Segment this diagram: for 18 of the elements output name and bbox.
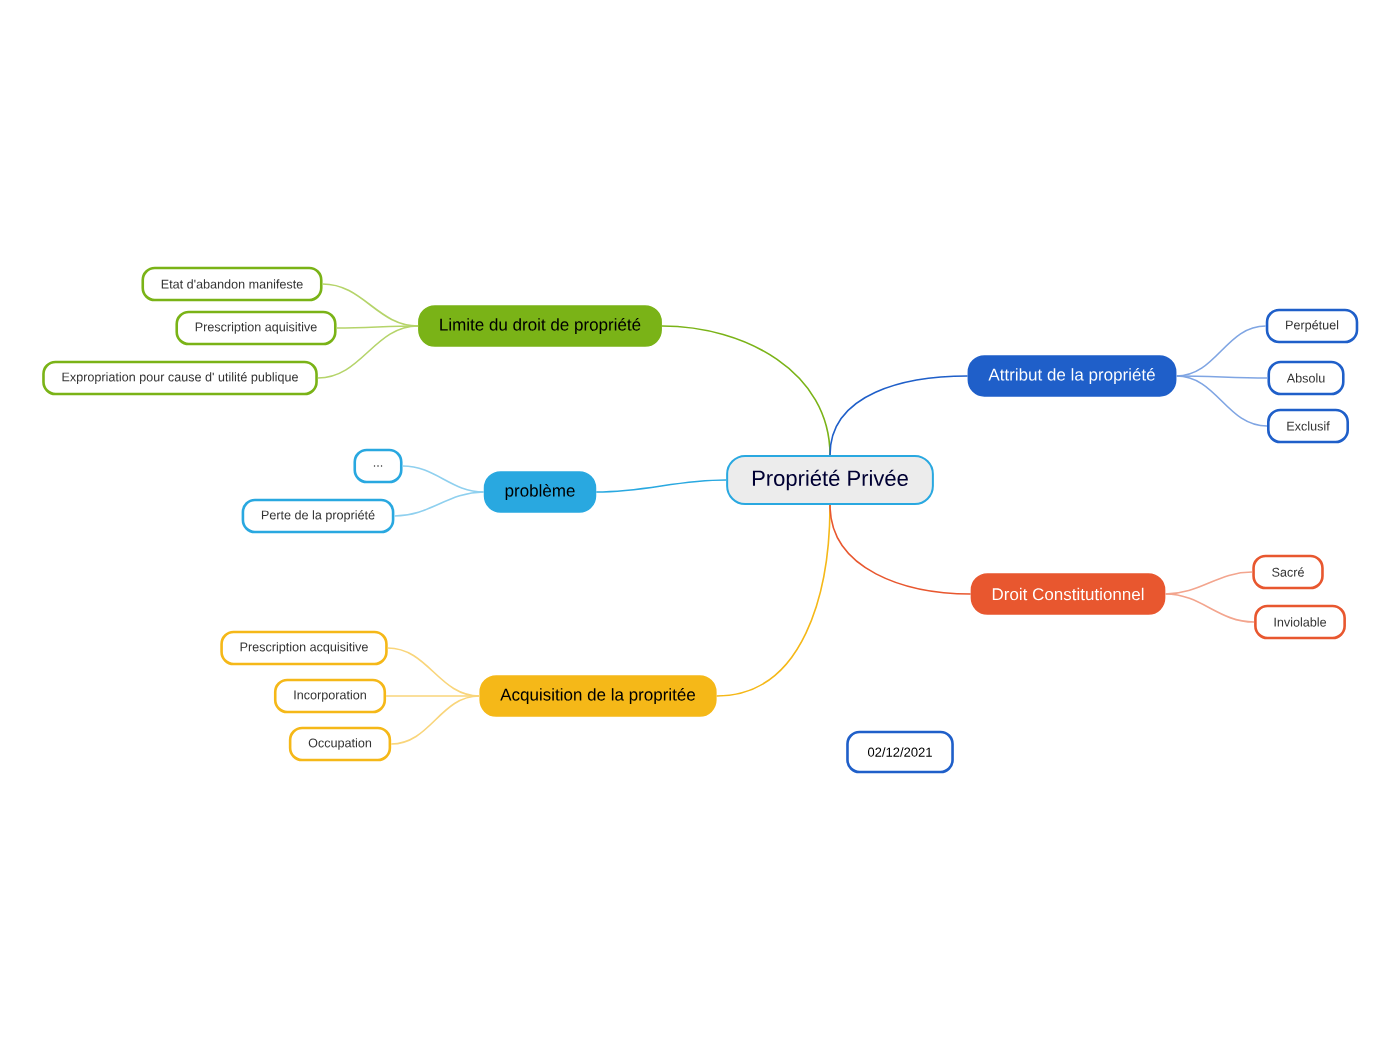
central-topic-box: Propriété Privée	[726, 455, 934, 505]
connector-line	[385, 695, 481, 697]
topic-box: Attribut de la propriété	[967, 355, 1177, 397]
connector-line	[829, 504, 972, 595]
connector-line	[390, 695, 481, 745]
connector-line	[335, 325, 419, 329]
topic-box: Acquisition de la propritée	[479, 675, 717, 717]
connector-line	[829, 375, 969, 456]
connector-line	[1164, 593, 1255, 623]
connector-line	[1175, 375, 1268, 427]
connector-line	[393, 491, 485, 517]
topic-box: Droit Constitutionnel	[970, 573, 1166, 615]
topic-box: Limite du droit de propriété	[418, 305, 662, 347]
connector-line	[595, 479, 727, 493]
topic-box: problème	[483, 471, 597, 513]
connector-line	[661, 325, 831, 456]
connector-line	[1175, 375, 1269, 379]
connector-line	[317, 325, 419, 379]
